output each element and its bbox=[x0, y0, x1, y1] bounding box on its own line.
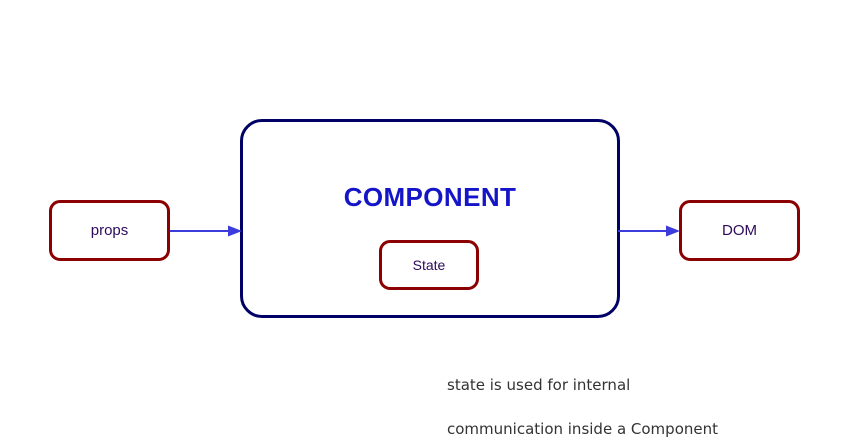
arrow-component-to-dom bbox=[618, 225, 680, 237]
caption-line-1: state is used for internal bbox=[447, 376, 631, 394]
diagram-caption: state is used for internal communication… bbox=[447, 352, 718, 440]
caption-line-2: communication inside a Component bbox=[447, 420, 718, 438]
component-title: COMPONENT bbox=[343, 182, 517, 212]
node-dom: DOM bbox=[679, 200, 800, 261]
node-state-label: State bbox=[412, 257, 446, 273]
arrow-props-to-component bbox=[170, 225, 242, 237]
node-props: props bbox=[49, 200, 170, 261]
node-props-label: props bbox=[90, 222, 129, 239]
node-state: State bbox=[379, 240, 479, 290]
node-dom-label: DOM bbox=[722, 222, 757, 239]
